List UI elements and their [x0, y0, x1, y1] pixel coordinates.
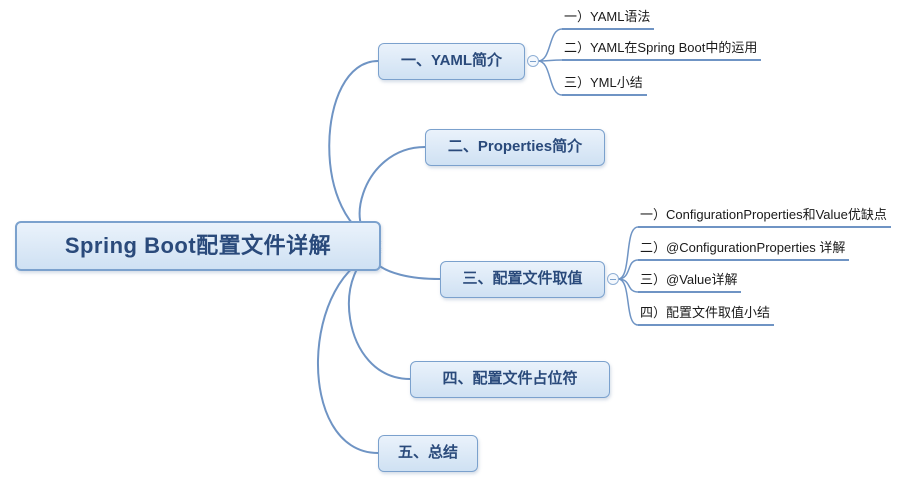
branch-config-placeholder[interactable]: 四、配置文件占位符 [410, 361, 610, 398]
minus-icon [610, 279, 616, 280]
subtopic-configurationproperties-detail[interactable]: 二）@ConfigurationProperties 详解 [638, 240, 850, 261]
connector-line [617, 226, 639, 280]
connector-line [537, 60, 563, 96]
subtopic-yml-summary[interactable]: 三）YML小结 [562, 75, 647, 96]
subtopic-yaml-in-springboot[interactable]: 二）YAML在Spring Boot中的运用 [562, 40, 762, 61]
connector-line [617, 259, 639, 280]
connector-line [371, 247, 441, 280]
connector-line [537, 59, 563, 62]
minus-icon [530, 61, 536, 62]
subtopic-yaml-syntax[interactable]: 一）YAML语法 [562, 9, 655, 30]
subtopic-config-value-summary[interactable]: 四）配置文件取值小结 [638, 305, 775, 326]
subtopic-configprops-vs-value[interactable]: 一）ConfigurationProperties和Value优缺点 [638, 207, 891, 228]
branch-properties-intro[interactable]: 二、Properties简介 [425, 129, 605, 166]
collapse-icon-yaml-intro[interactable] [527, 55, 539, 67]
connector-line [537, 28, 563, 62]
root-topic[interactable]: Spring Boot配置文件详解 [15, 221, 381, 271]
branch-summary[interactable]: 五、总结 [378, 435, 478, 472]
branch-config-value[interactable]: 三、配置文件取值 [440, 261, 605, 298]
branch-yaml-intro[interactable]: 一、YAML简介 [378, 43, 525, 80]
connector-line [328, 60, 382, 243]
connector-line [617, 278, 639, 326]
connector-line [317, 251, 382, 454]
connector-line [617, 278, 639, 293]
subtopic-value-detail[interactable]: 三）@Value详解 [638, 272, 742, 293]
collapse-icon-config-value[interactable] [607, 273, 619, 285]
